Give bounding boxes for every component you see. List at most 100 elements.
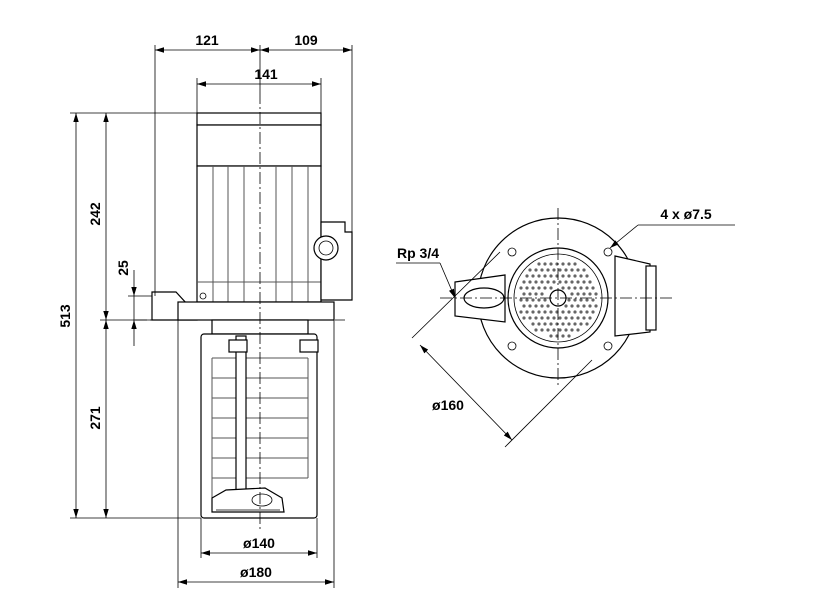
holes-label: 4 x ø7.5 (660, 206, 712, 222)
grill-hole (567, 298, 571, 302)
grill-hole (573, 298, 577, 302)
grill-hole (591, 310, 595, 314)
dim-141-label: 141 (254, 66, 278, 82)
grill-hole (540, 316, 544, 320)
dia160-label: ø160 (432, 397, 464, 413)
motor-top-cap (196, 112, 322, 126)
grill-hole (546, 316, 550, 320)
grill-hole (534, 268, 538, 272)
mounting-hole (603, 247, 613, 257)
inlet-strainer (211, 487, 285, 513)
grill-hole (552, 268, 556, 272)
grill-hole (543, 262, 547, 266)
grill-hole (558, 328, 562, 332)
grill-hole (561, 286, 565, 290)
grill-hole (573, 310, 577, 314)
grill-hole (558, 316, 562, 320)
grill-hole (567, 274, 571, 278)
grill-hole (561, 322, 565, 326)
grill-hole (570, 268, 574, 272)
dim-dia180-label: ø180 (240, 564, 272, 580)
top-view (440, 208, 672, 388)
grill-hole (552, 280, 556, 284)
dim-25-label: 25 (115, 260, 131, 276)
grill-hole (522, 316, 526, 320)
grill-hole (594, 292, 598, 296)
grill-hole (588, 316, 592, 320)
grill-hole (564, 280, 568, 284)
grill-hole (528, 268, 532, 272)
grill-hole (534, 304, 538, 308)
pump-shaft (235, 335, 247, 495)
grill-hole (576, 316, 580, 320)
grill-hole (531, 274, 535, 278)
grill-hole (558, 280, 562, 284)
grill-hole (564, 268, 568, 272)
grill-hole (567, 322, 571, 326)
grill-hole (573, 274, 577, 278)
motor-finned-body (196, 165, 322, 303)
grill-hole (543, 274, 547, 278)
grill-hole (549, 322, 553, 326)
grill-hole (525, 286, 529, 290)
right-boss (614, 255, 651, 337)
mounting-flange (177, 301, 335, 321)
grill-hole (537, 262, 541, 266)
grill-hole (534, 316, 538, 320)
grill-hole (552, 316, 556, 320)
grill-hole (519, 310, 523, 314)
grill-hole (546, 280, 550, 284)
grill-hole (525, 310, 529, 314)
grill-hole (585, 274, 589, 278)
mounting-hole (507, 247, 517, 257)
motor-upper-body (196, 124, 322, 167)
grill-hole (546, 328, 550, 332)
grill-hole (543, 322, 547, 326)
grill-hole (522, 280, 526, 284)
grill-hole (528, 316, 532, 320)
grill-hole (549, 334, 553, 338)
grill-hole (540, 292, 544, 296)
grill-hole (576, 328, 580, 332)
grill-hole (573, 262, 577, 266)
grill-hole (531, 310, 535, 314)
grill-hole (528, 280, 532, 284)
grill-hole (561, 274, 565, 278)
grill-hole (540, 280, 544, 284)
dim-513-label: 513 (57, 304, 73, 328)
grill-hole (570, 292, 574, 296)
grill-hole (528, 304, 532, 308)
grill-hole (537, 298, 541, 302)
fan-grill-holes (519, 262, 598, 338)
grill-hole (582, 304, 586, 308)
grill-hole (576, 292, 580, 296)
grill-hole (564, 304, 568, 308)
grill-hole (594, 304, 598, 308)
dim-271-label: 271 (87, 406, 103, 430)
grill-hole (570, 304, 574, 308)
grill-hole (588, 292, 592, 296)
grill-hole (582, 292, 586, 296)
grill-hole (564, 328, 568, 332)
grill-hole (549, 262, 553, 266)
grill-hole (570, 316, 574, 320)
grill-hole (522, 304, 526, 308)
cable-gland (313, 235, 339, 261)
grill-hole (579, 274, 583, 278)
grill-hole (519, 286, 523, 290)
rp-label: Rp 3/4 (397, 245, 439, 261)
grill-hole (525, 298, 529, 302)
grill-hole (549, 310, 553, 314)
top-view-dimensions: 4 x ø7.5 Rp 3/4 ø160 (396, 206, 735, 448)
grill-hole (546, 268, 550, 272)
terminal-box (320, 221, 353, 301)
grill-hole (579, 310, 583, 314)
dim-121-label: 121 (195, 32, 219, 48)
grill-hole (582, 268, 586, 272)
grill-hole (561, 262, 565, 266)
grill-hole (558, 268, 562, 272)
grill-hole (522, 292, 526, 296)
grill-hole (534, 328, 538, 332)
grill-hole (534, 280, 538, 284)
grill-hole (567, 286, 571, 290)
